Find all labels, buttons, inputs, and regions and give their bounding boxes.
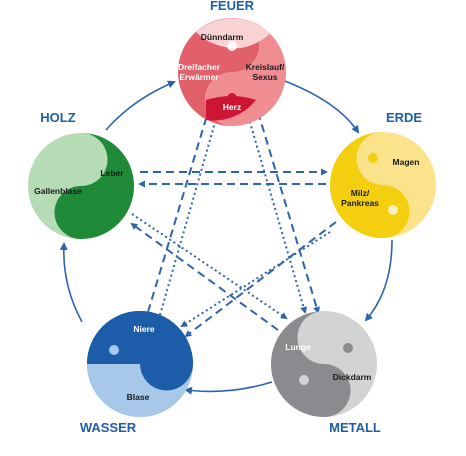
- dashed-metall-holz: [130, 222, 279, 331]
- arrow-metall-to-wasser: [184, 381, 273, 395]
- dotted-erde-wasser: [180, 231, 331, 328]
- organ-pankreas: Pankreas: [341, 198, 379, 208]
- feuer-bottom-dark: [206, 96, 256, 121]
- organ-gallenblase: Gallenblase: [34, 186, 82, 196]
- organ-dreifacher: Dreifacher: [178, 62, 221, 72]
- feuer-top-pale: [196, 18, 270, 49]
- wasser-dot-right: [156, 375, 166, 385]
- organ-magen: Magen: [393, 157, 420, 167]
- arrow-feuer-to-erde: [276, 77, 360, 134]
- dotted-feuer-metall: [246, 111, 307, 314]
- organ-blase: Blase: [127, 392, 150, 402]
- organ-lunge: Lunge: [285, 342, 311, 352]
- holz-dot-bottom: [69, 205, 79, 215]
- organ-sexus: Sexus: [252, 72, 277, 82]
- holz-title: HOLZ: [40, 110, 75, 125]
- element-holz: HOLZ Leber Gallenblase: [28, 110, 135, 239]
- organ-leber: Leber: [100, 168, 124, 178]
- wasser-title: WASSER: [80, 420, 137, 435]
- dotted-holz-metall: [131, 213, 288, 320]
- feuer-dot-top: [227, 41, 237, 51]
- dashed-feuer-metall: [257, 111, 320, 314]
- organ-duenndarm: Dünndarm: [201, 32, 244, 42]
- organ-milz: Milz/: [351, 188, 370, 198]
- metall-title: METALL: [329, 420, 381, 435]
- arrow-holz-to-feuer: [105, 80, 176, 131]
- organ-erwaermer: Erwärmer: [179, 72, 219, 82]
- element-erde: ERDE Magen Milz/ Pankreas: [330, 110, 436, 238]
- dashed-erde-wasser: [184, 221, 337, 338]
- organ-herz: Herz: [223, 102, 241, 112]
- wasser-top-fill: [87, 311, 193, 364]
- controlling-cycle-dashed: [130, 110, 337, 338]
- element-wasser: WASSER Niere Blase: [80, 311, 193, 435]
- wasser-bottom-swirl: [87, 364, 193, 417]
- erde-title: ERDE: [386, 110, 422, 125]
- feuer-title: FEUER: [210, 0, 255, 13]
- arrow-erde-to-metall: [364, 239, 393, 322]
- element-metall: METALL Lunge Dickdarm: [271, 311, 381, 435]
- holz-dot-top: [85, 153, 95, 163]
- controlling-cycle-dotted: [131, 110, 331, 328]
- element-feuer: FEUER Dünndarm Dreifacher Erwärmer Kreis…: [178, 0, 286, 126]
- organ-dickdarm: Dickdarm: [333, 372, 372, 382]
- erde-dot-bottom: [388, 205, 398, 215]
- metall-yang-half: [271, 311, 351, 417]
- organ-kreislauf: Kreislauf/: [246, 62, 285, 72]
- dotted-wasser-feuer: [159, 110, 220, 316]
- metall-dot-bottom: [299, 375, 309, 385]
- metall-dot-top: [343, 343, 353, 353]
- erde-dot-top: [368, 153, 378, 163]
- organ-niere: Niere: [133, 324, 155, 334]
- feuer-dot-bottom: [227, 93, 237, 103]
- arrow-wasser-to-holz: [59, 242, 83, 323]
- dashed-wasser-feuer: [147, 110, 210, 313]
- wasser-dot-left: [109, 345, 119, 355]
- generating-cycle-arrows: [59, 77, 393, 395]
